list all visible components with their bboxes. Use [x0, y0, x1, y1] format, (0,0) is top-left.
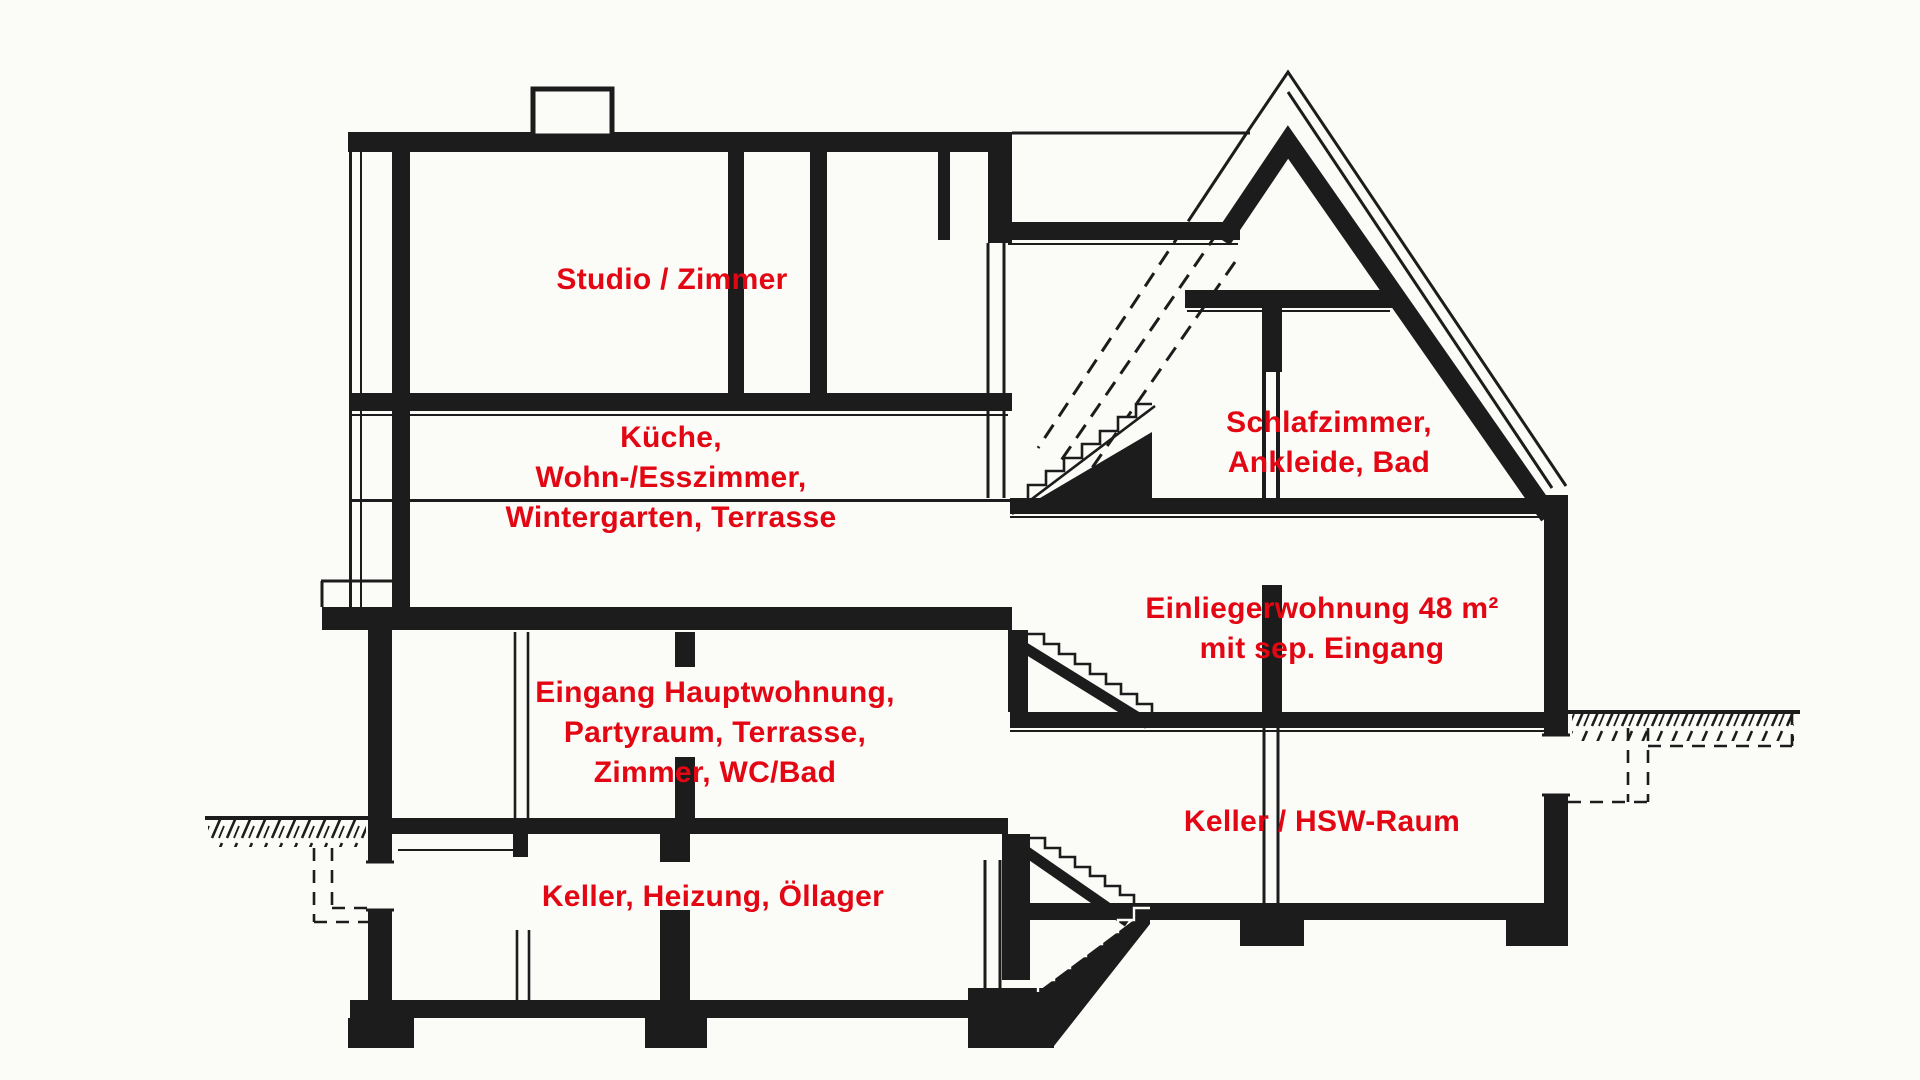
- soil-hatch-right: [1572, 714, 1794, 741]
- room-label-line: Ankleide, Bad: [1227, 446, 1431, 479]
- room-label-keller-hsw: Keller / HSW-Raum: [1184, 802, 1460, 842]
- room-label-schlafzimmer: Schlafzimmer, Ankleide, Bad: [1226, 403, 1432, 483]
- stair-flight-bottom: [1036, 906, 1150, 992]
- room-label-studio: Studio / Zimmer: [556, 260, 787, 300]
- room-label-kueche: Küche, Wohn-/Esszimmer, Wintergarten, Te…: [506, 418, 837, 538]
- room-label-line: Studio / Zimmer: [556, 263, 788, 296]
- room-label-line: Einliegerwohnung 48 m²: [1145, 592, 1499, 625]
- ground-terrain: [205, 710, 1800, 924]
- hidden-roof-lines: [1036, 207, 1237, 479]
- left-block-structure: [320, 86, 1250, 1048]
- room-label-line: Wintergarten, Terrasse: [505, 501, 837, 534]
- cellar-window-right: [1542, 735, 1570, 795]
- room-label-line: Zimmer, WC/Bad: [593, 756, 837, 789]
- stair-flight-attic: [1026, 402, 1152, 498]
- room-label-line: mit sep. Eingang: [1199, 632, 1445, 665]
- room-label-line: Küche,: [620, 421, 722, 454]
- staircase: [968, 243, 1156, 1048]
- stair-flight-lower: [1030, 836, 1136, 903]
- room-label-line: Keller / HSW-Raum: [1183, 805, 1461, 838]
- room-label-line: Keller, Heizung, Öllager: [541, 880, 885, 913]
- stair-flight-mid: [1028, 632, 1154, 712]
- light-shaft-right: [1568, 712, 1794, 804]
- room-label-keller-heizung: Keller, Heizung, Öllager: [542, 877, 884, 917]
- light-shaft-left: [312, 848, 368, 924]
- room-label-line: Eingang Hauptwohnung,: [535, 676, 895, 709]
- room-label-eingang-hauptwohnung: Eingang Hauptwohnung, Partyraum, Terrass…: [535, 673, 895, 793]
- room-label-line: Partyraum, Terrasse,: [563, 716, 867, 749]
- room-label-line: Wohn-/Esszimmer,: [535, 461, 807, 494]
- cellar-window-left: [366, 862, 394, 910]
- room-label-einliegerwohnung: Einliegerwohnung 48 m² mit sep. Eingang: [1145, 589, 1498, 669]
- chimney: [530, 86, 615, 139]
- room-label-line: Schlafzimmer,: [1226, 406, 1432, 439]
- gable-roof-block: [1008, 69, 1570, 946]
- soil-hatch-left: [208, 820, 366, 847]
